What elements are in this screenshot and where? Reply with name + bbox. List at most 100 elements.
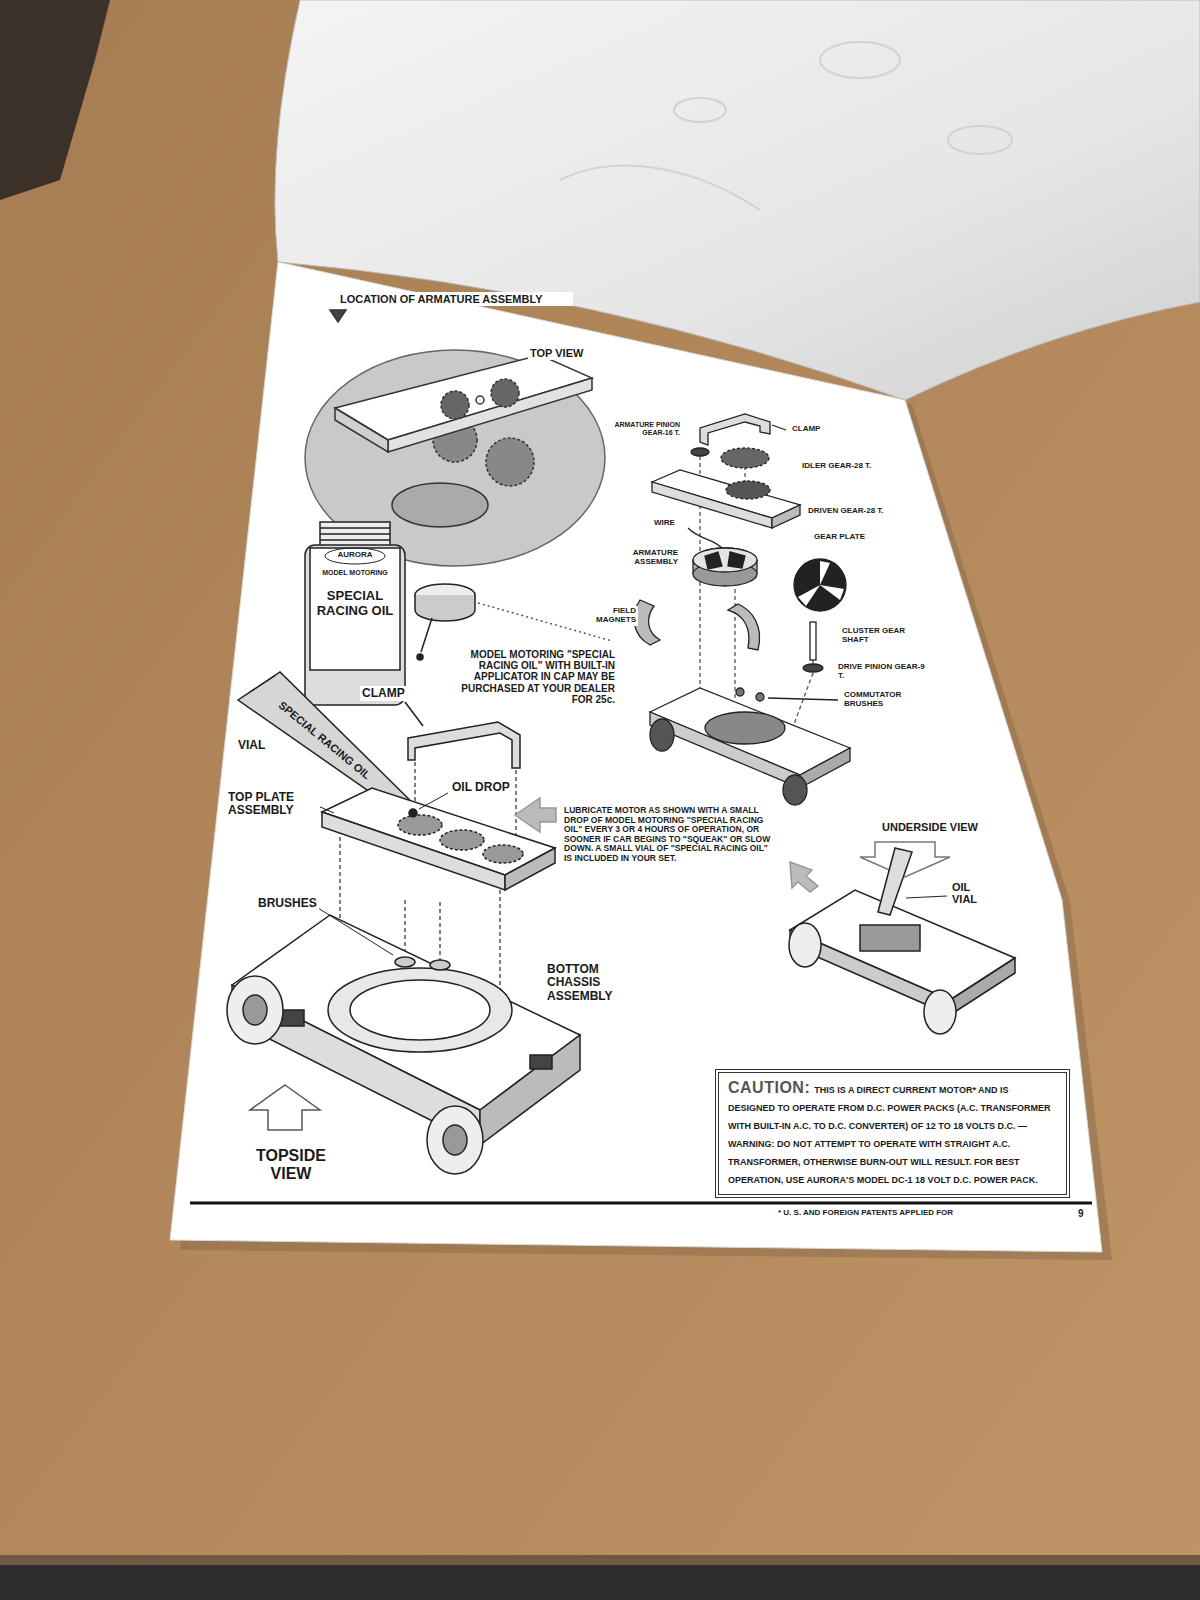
part-label: COMMUTATOR BRUSHES <box>842 690 932 710</box>
left-assembly <box>227 672 580 1174</box>
oil-bottle-part <box>320 522 390 546</box>
curled-page <box>275 0 1200 400</box>
bottle-label: SPECIAL RACING OIL <box>312 588 398 619</box>
oil-bottle-part <box>310 548 400 670</box>
background-part <box>0 1565 1200 1600</box>
left-assembly-part <box>322 812 505 890</box>
view-title: UNDERSIDE VIEW <box>880 820 980 834</box>
left-assembly-part <box>405 702 423 726</box>
curled-page-part <box>275 0 1200 400</box>
part-label: DRIVE PINION GEAR-9 T. <box>836 662 931 682</box>
left-assembly-part <box>250 676 275 692</box>
exploded-motor-part-part <box>734 568 735 700</box>
exploded-motor-part <box>705 712 785 744</box>
exploded-motor-part <box>783 775 807 805</box>
armature-top-view-part <box>335 408 388 452</box>
left-assembly-part-part <box>439 902 441 960</box>
left-assembly-part <box>318 806 334 813</box>
exploded-motor-part <box>652 482 772 528</box>
part-label: CLAMP <box>790 424 822 435</box>
bottle-label: AURORA <box>312 550 398 561</box>
left-assembly-part <box>443 1125 467 1155</box>
oil-bottle-part <box>320 533 390 535</box>
left-assembly-part <box>440 830 484 850</box>
underside-view-part <box>860 925 920 951</box>
part-label: ARMATURE ASSEMBLY <box>606 548 680 568</box>
part-label: OIL DROP <box>450 780 514 795</box>
curled-page-part-part <box>820 42 900 78</box>
left-assembly-part <box>250 1085 320 1130</box>
underside-view <box>789 842 1015 1034</box>
exploded-motor-part <box>726 481 770 499</box>
curled-page-part-part <box>560 166 760 210</box>
note-text: LUBRICATE MOTOR AS SHOWN WITH A SMALL DR… <box>562 805 774 864</box>
background-part <box>0 0 110 200</box>
underside-view-part <box>878 848 912 915</box>
left-assembly-part <box>328 968 512 1052</box>
left-assembly-part <box>318 908 393 955</box>
exploded-motor-part <box>650 712 800 788</box>
section-heading: LOCATION OF ARMATURE ASSEMBLY <box>338 292 573 306</box>
left-assembly-part-part <box>404 900 406 958</box>
armature-top-view <box>305 310 605 566</box>
oil-bottle-part <box>421 618 432 652</box>
left-assembly-part-part <box>414 762 416 806</box>
armature-top-view-part <box>476 396 484 404</box>
exploded-motor-part <box>800 748 850 788</box>
oil-bottle-part <box>415 595 475 621</box>
view-title: TOPSIDE VIEW <box>236 1146 346 1184</box>
exploded-motor-part <box>768 698 838 700</box>
view-title: TOP VIEW <box>528 346 585 360</box>
exploded-motor-part <box>691 448 709 456</box>
exploded-motor-part <box>794 559 846 611</box>
exploded-motor-part <box>650 719 674 751</box>
part-label: VIAL <box>236 738 267 753</box>
armature-top-view-part <box>330 310 346 322</box>
left-assembly-part <box>483 845 523 863</box>
oil-bottle-part <box>417 654 423 660</box>
part-label: GEAR PLATE <box>812 532 867 543</box>
part-label: OIL VIAL <box>950 880 994 907</box>
exploded-motor-part <box>798 561 844 606</box>
caution-heading: CAUTION: <box>728 1079 810 1096</box>
left-assembly-part <box>408 722 520 768</box>
part-label: IDLER GEAR-28 T. <box>800 461 873 472</box>
exploded-motor-part <box>736 688 744 696</box>
note-text: MODEL MOTORING "SPECIAL RACING OIL" WITH… <box>452 648 617 706</box>
part-label: DRIVEN GEAR-28 T. <box>806 506 886 517</box>
curled-page-part <box>560 42 1012 210</box>
left-assembly-part <box>227 976 283 1044</box>
armature-top-view-part <box>392 483 488 527</box>
underside-view-part <box>790 862 818 892</box>
part-label: CLAMP <box>360 686 407 701</box>
left-assembly-part <box>350 980 490 1040</box>
exploded-motor-part <box>700 414 770 445</box>
exploded-motor-part <box>688 528 722 548</box>
bottle-label: MODEL MOTORING <box>312 568 398 578</box>
footnote: * U. S. AND FOREIGN PATENTS APPLIED FOR <box>776 1208 955 1219</box>
part-label: FIELD MAGNETS <box>578 606 638 626</box>
part-label: TOP PLATE ASSEMBLY <box>226 790 320 819</box>
left-assembly-part <box>427 1106 483 1174</box>
caution-box: CAUTION:THIS IS A DIRECT CURRENT MOTOR* … <box>715 1069 1070 1198</box>
armature-top-view-part <box>441 391 469 419</box>
left-assembly-part <box>419 793 448 809</box>
exploded-motor-part <box>705 552 745 569</box>
oil-bottle-part <box>320 527 390 529</box>
armature-top-view-part <box>305 350 605 566</box>
underside-view-part <box>950 958 1015 1015</box>
underside-view-part <box>789 923 821 967</box>
part-label: WIRE <box>652 518 677 529</box>
exploded-motor-part <box>693 548 757 572</box>
caution-text: THIS IS A DIRECT CURRENT MOTOR* AND IS D… <box>728 1085 1051 1185</box>
left-assembly-part <box>430 960 450 970</box>
left-assembly-part <box>530 1055 552 1069</box>
underside-view-part <box>906 896 947 898</box>
part-label: BOTTOM CHASSIS ASSEMBLY <box>545 962 639 1004</box>
part-label: ARMATURE PINION GEAR-16 T. <box>610 420 682 438</box>
part-label: CLUSTER GEAR SHAFT <box>840 626 930 646</box>
